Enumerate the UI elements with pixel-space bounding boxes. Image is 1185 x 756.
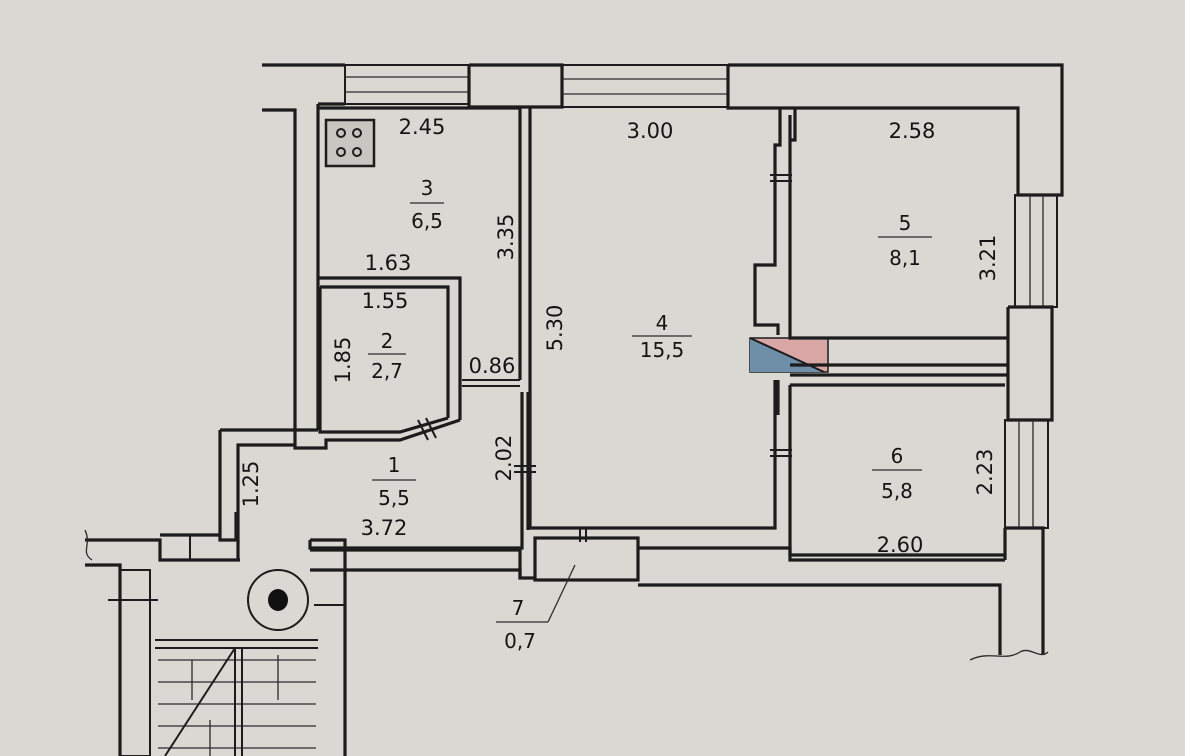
room-4-area: 15,5: [640, 338, 685, 362]
room-5-area: 8,1: [889, 246, 921, 270]
room-5-number: 5: [899, 211, 912, 235]
room-1-label: 1 5,5: [372, 453, 416, 510]
dim-r2-width: 1.55: [362, 289, 409, 313]
dim-r6-width: 2.60: [877, 533, 924, 557]
room-2-area: 2,7: [371, 359, 403, 383]
room-3-walls: [318, 106, 522, 420]
room-1-number: 1: [388, 453, 401, 477]
dim-r1-depth: 1.25: [239, 461, 263, 508]
dim-r4-depth: 5.30: [543, 305, 567, 352]
stove-fixture-icon: [749, 337, 829, 373]
dim-r4-width: 3.00: [627, 119, 674, 143]
room-3-number: 3: [421, 176, 434, 200]
dim-r5-depth: 3.21: [976, 235, 1000, 282]
room-6-number: 6: [891, 444, 904, 468]
room-4-number: 4: [656, 311, 669, 335]
room-6-area: 5,8: [881, 479, 913, 503]
room-1-area: 5,5: [378, 486, 410, 510]
room-6-label: 6 5,8: [872, 444, 922, 503]
room-7-area: 0,7: [504, 629, 536, 653]
room-4-walls: [528, 108, 792, 530]
dim-r3-depth: 3.35: [494, 214, 518, 261]
room-4-label: 4 15,5: [632, 311, 692, 362]
room-3-label: 3 6,5: [410, 176, 444, 233]
room-2-walls: [318, 285, 450, 441]
dim-r3-bottom: 1.63: [365, 251, 412, 275]
stove-icon: [324, 118, 376, 168]
room-5-walls: [788, 108, 1008, 377]
room-3-area: 6,5: [411, 209, 443, 233]
dim-r1-width: 3.72: [361, 516, 408, 540]
room-2-label: 2 2,7: [368, 329, 406, 383]
dimension-labels: 2.45 3.35 1.63 1.55 1.85 0.86 1.25 3.72 …: [239, 115, 1000, 557]
dim-r6-depth: 2.23: [973, 449, 997, 496]
hall-gap-marks: [462, 379, 520, 387]
chimney-icon: [247, 569, 309, 631]
stairwell: [84, 529, 347, 756]
room-7-number: 7: [512, 596, 525, 620]
room-7-label: 7 0,7: [504, 596, 536, 653]
room-2-number: 2: [381, 329, 394, 353]
outer-walls: [262, 63, 1064, 661]
dim-r3-width: 2.45: [399, 115, 446, 139]
room-5-label: 5 8,1: [878, 211, 932, 270]
dim-r1-side: 2.02: [492, 435, 516, 482]
dim-r2-depth: 1.85: [331, 337, 355, 384]
room-7-walls: [310, 528, 1005, 655]
room-1-walls: [218, 392, 536, 560]
dim-hall-gap: 0.86: [469, 354, 516, 378]
dim-r5-width: 2.58: [889, 119, 936, 143]
